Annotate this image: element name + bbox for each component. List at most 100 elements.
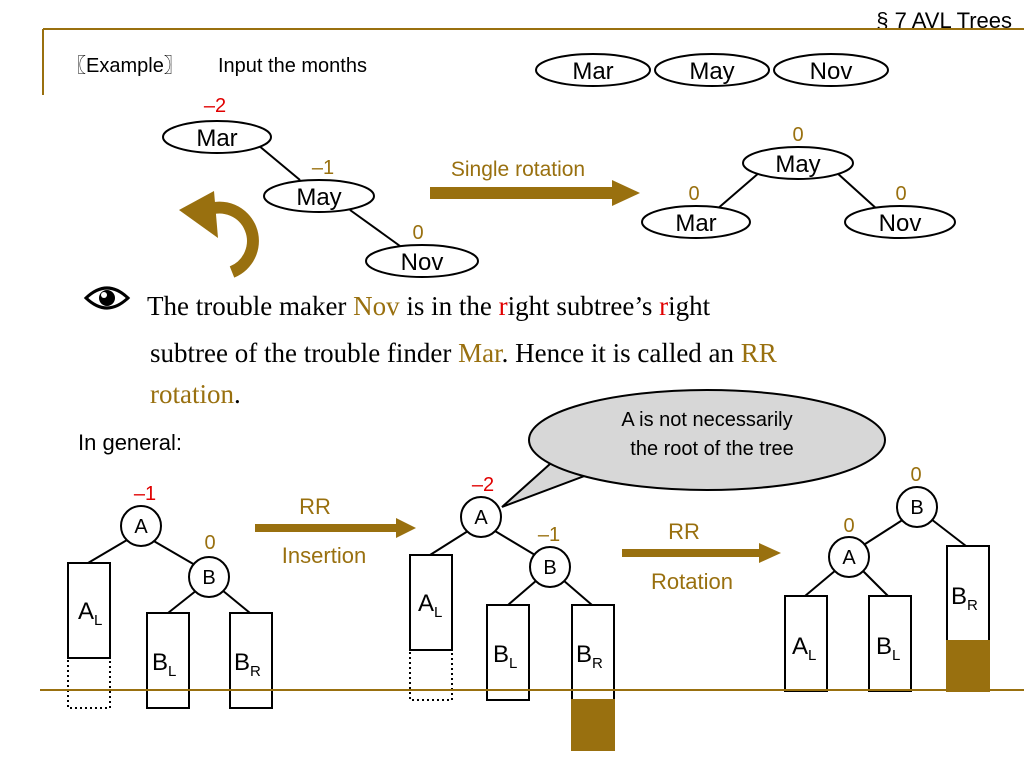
- tree-edge: [221, 589, 251, 614]
- sequence-node: [535, 53, 651, 87]
- eye-icon: [83, 286, 131, 310]
- tree-node-b: [896, 486, 938, 528]
- explanation-line-3: rotation.: [150, 379, 241, 409]
- arrow-label-bottom: Rotation: [651, 569, 733, 594]
- after-rotation-tree: 0 May 0 Mar 0 Nov: [641, 124, 956, 239]
- before-rotation-tree: –2 Mar –1 May 0 Nov: [162, 95, 479, 278]
- example-instruction: Input the months: [218, 55, 367, 77]
- callout-line-1: A is not necessarily: [621, 409, 792, 431]
- balance-factor: 0: [412, 222, 423, 244]
- subtree-br: [229, 612, 273, 709]
- arrow-head: [612, 180, 640, 206]
- subtree-label: BR: [951, 583, 978, 614]
- balance-factor: 0: [792, 124, 803, 146]
- arrow-shaft: [622, 549, 762, 557]
- subtree-al: [784, 595, 828, 692]
- subtree-label: BR: [576, 641, 603, 672]
- general-tree-after-rotation: 0 B 0 A AL BL BR: [784, 464, 990, 692]
- node-label: B: [202, 567, 215, 589]
- tree-edge: [151, 539, 196, 566]
- tree-edge: [349, 209, 401, 247]
- example-label: 〖Example〗: [66, 54, 184, 77]
- subtree-label: BL: [493, 641, 517, 672]
- subtree-al-extension: [67, 657, 111, 709]
- subtree-al: [67, 562, 111, 659]
- tree-node-a: [828, 536, 870, 578]
- node-label: B: [543, 557, 556, 579]
- subtree-label: BL: [152, 649, 176, 680]
- callout-bubble: A is not necessarily the root of the tre…: [501, 389, 886, 508]
- section-mark: §: [876, 8, 888, 33]
- subtree-al-extension: [409, 649, 453, 701]
- subtree-label: AL: [792, 633, 816, 664]
- rotation-label: Single rotation: [451, 158, 585, 181]
- tree-node-b: [188, 556, 230, 598]
- node-label: A: [842, 547, 856, 569]
- tree-node-mar: [641, 205, 751, 239]
- tree-edge: [930, 518, 967, 547]
- tree-node-may: [263, 179, 375, 213]
- balance-factor: 0: [843, 515, 854, 537]
- tree-edge: [861, 569, 889, 597]
- arrow-head: [396, 518, 416, 538]
- sequence-node: [773, 53, 889, 87]
- node-key: Mar: [196, 125, 237, 152]
- arrow-shaft: [255, 524, 399, 532]
- rr-insertion-arrow: RR Insertion: [255, 494, 416, 568]
- sequence-item: May: [689, 58, 734, 85]
- tree-node-may: [742, 146, 854, 180]
- subtree-bl: [146, 612, 190, 709]
- arrow-head: [759, 543, 781, 563]
- subtree-br-inserted-level: [571, 699, 615, 751]
- sequence-node: [654, 53, 770, 87]
- tree-node-a: [120, 505, 162, 547]
- rotate-counterclockwise-icon: [179, 191, 259, 278]
- balance-factor: –1: [134, 483, 156, 505]
- tree-node-b: [529, 546, 571, 588]
- balance-factor: –2: [472, 474, 494, 496]
- arrow-shaft: [430, 187, 616, 199]
- tree-edge: [507, 579, 538, 606]
- sequence-item: Nov: [810, 58, 853, 85]
- arrow-label-top: RR: [299, 494, 331, 519]
- node-key: Nov: [879, 210, 922, 237]
- tree-edge: [494, 530, 536, 556]
- tree-edge: [87, 539, 128, 564]
- explanation-line-1: The trouble maker Nov is in the right su…: [147, 291, 711, 321]
- balance-factor: 0: [688, 183, 699, 205]
- rr-rotation-arrow: RR Rotation: [622, 519, 781, 594]
- single-rotation-arrow: Single rotation: [430, 158, 640, 206]
- subtree-br-inserted-level: [946, 640, 990, 692]
- balance-factor: –2: [204, 95, 226, 117]
- slide-header: § 7 AVL Trees: [42, 8, 1024, 95]
- tree-edge: [861, 518, 905, 547]
- node-label: A: [474, 507, 488, 529]
- tree-edge: [167, 589, 198, 614]
- tree-node-nov: [844, 205, 956, 239]
- node-label: A: [134, 516, 148, 538]
- subtree-br: [571, 604, 615, 701]
- arrow-label-bottom: Insertion: [282, 543, 366, 568]
- sequence-item: Mar: [572, 58, 613, 85]
- tree-edge: [715, 171, 761, 211]
- node-label: B: [910, 497, 923, 519]
- tree-edge: [835, 171, 879, 211]
- month-sequence: Mar May Nov: [535, 53, 889, 87]
- balance-factor: –1: [538, 524, 560, 546]
- in-general-label: In general:: [78, 430, 182, 455]
- balance-factor: 0: [204, 532, 215, 554]
- tree-edge: [257, 144, 301, 181]
- balance-factor: 0: [910, 464, 921, 486]
- node-key: May: [296, 184, 341, 211]
- subtree-label: AL: [78, 598, 102, 629]
- explanation-text: The trouble maker Nov is in the right su…: [147, 291, 777, 409]
- subtree-bl: [486, 604, 530, 701]
- node-key: May: [775, 151, 820, 178]
- subtree-label: AL: [418, 590, 442, 621]
- balance-factor: –1: [312, 157, 334, 179]
- general-tree-after-insertion: –2 A –1 B AL BL BR: [409, 474, 615, 751]
- arrow-label-top: RR: [668, 519, 700, 544]
- node-key: Mar: [675, 210, 716, 237]
- tree-edge: [429, 530, 469, 556]
- explanation-line-2: subtree of the trouble finder Mar. Hence…: [150, 338, 777, 368]
